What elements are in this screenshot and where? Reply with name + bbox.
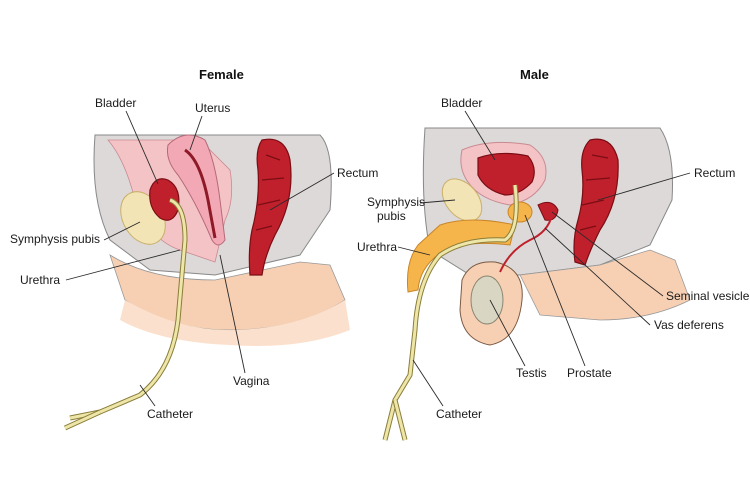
male-seminal-vesicle <box>537 201 559 221</box>
male-label-seminal-vesicle: Seminal vesicle <box>666 289 750 303</box>
male-leader-catheter <box>412 359 444 407</box>
male-leader-testis <box>489 299 526 367</box>
female-uterus-cavity <box>184 148 217 239</box>
male-leader-vas-deferens <box>544 227 651 326</box>
female-leader-symphysis <box>103 221 141 241</box>
male-label-prostate: Prostate <box>567 366 612 380</box>
female-label-symphysis-pubis: Symphysis pubis <box>10 232 100 246</box>
male-catheter-fill <box>383 184 518 441</box>
male-label-catheter: Catheter <box>436 407 482 421</box>
female-diagram <box>63 134 350 431</box>
male-title: Male <box>520 67 549 82</box>
female-leader-bladder <box>125 110 159 185</box>
female-rectum <box>248 138 292 276</box>
female-label-catheter: Catheter <box>147 407 193 421</box>
female-label-vagina: Vagina <box>233 374 270 388</box>
female-label-bladder: Bladder <box>95 96 136 110</box>
male-testis <box>470 275 504 325</box>
male-diagram <box>382 127 691 441</box>
male-rectum-fold <box>579 154 611 231</box>
female-rectum-fold <box>255 154 285 231</box>
male-label-testis: Testis <box>516 366 547 380</box>
female-label-urethra: Urethra <box>20 273 60 287</box>
male-vas-deferens <box>499 214 553 273</box>
male-leader-symphysis <box>419 199 456 204</box>
female-catheter-fill <box>69 198 187 420</box>
male-label-urethra: Urethra <box>357 240 397 254</box>
female-catheter-branch-fill <box>64 410 101 430</box>
male-leader-rectum <box>597 172 691 201</box>
female-leader-vagina <box>219 254 246 374</box>
male-bladder <box>477 152 535 196</box>
male-catheter-branch-fill <box>393 399 407 441</box>
male-label-vas-deferens: Vas deferens <box>654 318 724 332</box>
female-leader-catheter <box>139 384 156 407</box>
female-leader-rectum <box>269 172 335 211</box>
female-leader-uterus <box>189 115 203 151</box>
male-prostate <box>507 201 533 223</box>
male-leader-urethra <box>397 246 431 256</box>
male-leader-bladder <box>464 110 496 161</box>
male-leader-prostate <box>524 214 586 367</box>
female-leader-urethra <box>65 249 181 281</box>
male-label-rectum: Rectum <box>694 166 735 180</box>
male-symphysis-pubis <box>441 178 483 222</box>
male-label-bladder: Bladder <box>441 96 482 110</box>
male-label-symphysis-pubis-1: Symphysis <box>367 195 425 209</box>
male-thigh <box>519 249 691 321</box>
male-leader-seminal-vesicle <box>551 211 664 297</box>
male-label-symphysis-pubis-2: pubis <box>377 209 406 223</box>
female-title: Female <box>199 67 244 82</box>
female-label-uterus: Uterus <box>195 101 230 115</box>
female-label-rectum: Rectum <box>337 166 378 180</box>
